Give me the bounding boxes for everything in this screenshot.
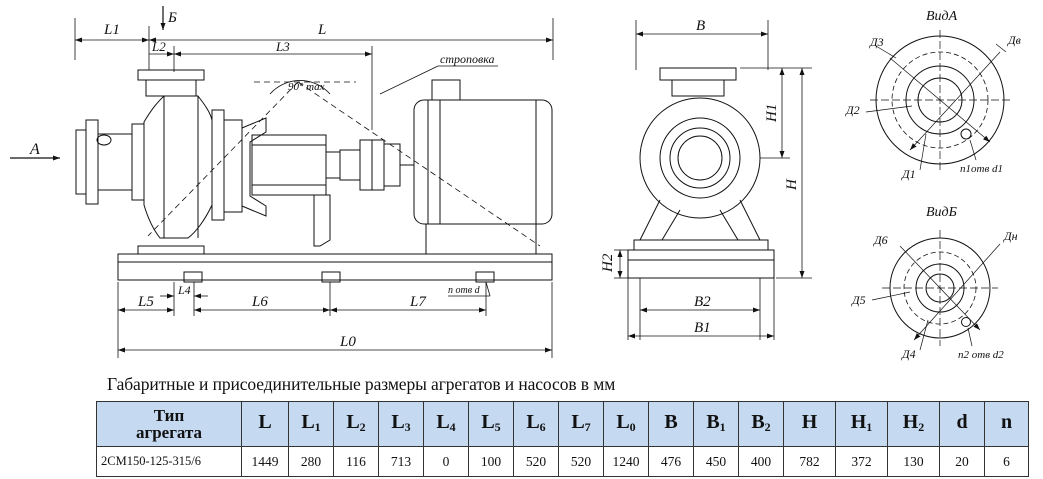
header-cell: B <box>648 401 694 447</box>
header-cell: L2 <box>333 401 379 447</box>
side-view <box>10 6 554 358</box>
front-view <box>614 20 812 340</box>
dim-label-h1: H1 <box>764 104 780 123</box>
view-b-title: ВидБ <box>926 205 957 220</box>
header-cell: B2 <box>738 401 784 447</box>
dim-label-l5: L5 <box>137 294 154 310</box>
header-cell: L5 <box>468 401 514 447</box>
table-cell: 372 <box>835 446 888 477</box>
view-b-flange <box>871 230 1001 351</box>
table-row: 2СМ150-125-315/6 1449 280 116 713 0 100 … <box>96 446 1029 477</box>
header-cell: L <box>241 401 289 447</box>
label-dv: Дв <box>1007 33 1021 47</box>
table-cell: 0 <box>423 446 469 477</box>
label-d5: Д5 <box>851 293 866 307</box>
angle-label: 90° max <box>288 81 325 93</box>
view-a-title: ВидА <box>926 9 958 24</box>
table-cell: 20 <box>939 446 985 477</box>
table-cell: 1449 <box>241 446 289 477</box>
dim-label-l2: L2 <box>151 39 166 54</box>
table-caption: Габаритные и присоединительные размеры а… <box>107 374 616 394</box>
table-cell: 782 <box>783 446 836 477</box>
label-d1: Д1 <box>901 167 916 181</box>
header-cell: B1 <box>693 401 739 447</box>
header-cell: H2 <box>887 401 940 447</box>
dim-label-l4: L4 <box>177 283 191 297</box>
table-cell: 1240 <box>603 446 649 477</box>
table-cell: 713 <box>378 446 424 477</box>
header-cell: L6 <box>513 401 559 447</box>
label-n2-holes: n2 отв d2 <box>958 349 1004 361</box>
dim-label-l1: L1 <box>103 22 120 38</box>
arrow-b-label: Б <box>167 10 177 26</box>
table-cell: 280 <box>288 446 334 477</box>
table-cell: 130 <box>887 446 940 477</box>
table-cell: 6 <box>984 446 1029 477</box>
rigging-label: строповка <box>440 52 495 66</box>
label-dn: Дн <box>1003 229 1018 243</box>
view-a-flange <box>865 30 1010 171</box>
table-cell: 100 <box>468 446 514 477</box>
label-d2: Д2 <box>845 103 860 117</box>
cell-type: 2СМ150-125-315/6 <box>96 446 242 477</box>
table-cell: 450 <box>693 446 739 477</box>
dim-label-l0: L0 <box>339 334 356 350</box>
dim-label-l6: L6 <box>251 294 268 310</box>
header-cell: H1 <box>835 401 888 447</box>
header-cell: L7 <box>558 401 604 447</box>
technical-drawing: L1 L L2 L3 Б A 90° max строповка n отв d… <box>10 6 1021 361</box>
header-cell: n <box>984 401 1029 447</box>
table-cell: 400 <box>738 446 784 477</box>
dim-label-l7: L7 <box>409 294 427 310</box>
table-cell: 476 <box>648 446 694 477</box>
arrow-a-label: A <box>29 141 40 158</box>
label-d4: Д4 <box>901 347 916 361</box>
dim-label-l: L <box>317 22 326 38</box>
header-cell: L0 <box>603 401 649 447</box>
dim-label-b: B <box>696 18 705 34</box>
label-d3: Д3 <box>869 35 884 49</box>
table-cell: 116 <box>333 446 379 477</box>
table-cell: 520 <box>513 446 559 477</box>
label-d6: Д6 <box>873 233 888 247</box>
dim-label-b2: B2 <box>694 294 711 310</box>
dim-label-h: H <box>784 178 800 191</box>
header-cell: L4 <box>423 401 469 447</box>
dim-label-h2: H2 <box>600 253 616 273</box>
dim-label-b1: B1 <box>694 320 711 336</box>
header-cell: L1 <box>288 401 334 447</box>
header-cell: H <box>783 401 836 447</box>
holes-label: n отв d <box>448 285 481 296</box>
table-cell: 520 <box>558 446 604 477</box>
dim-label-l3: L3 <box>275 39 290 54</box>
header-cell: d <box>939 401 985 447</box>
label-n1-holes: n1отв d1 <box>960 163 1003 175</box>
header-cell: L3 <box>378 401 424 447</box>
